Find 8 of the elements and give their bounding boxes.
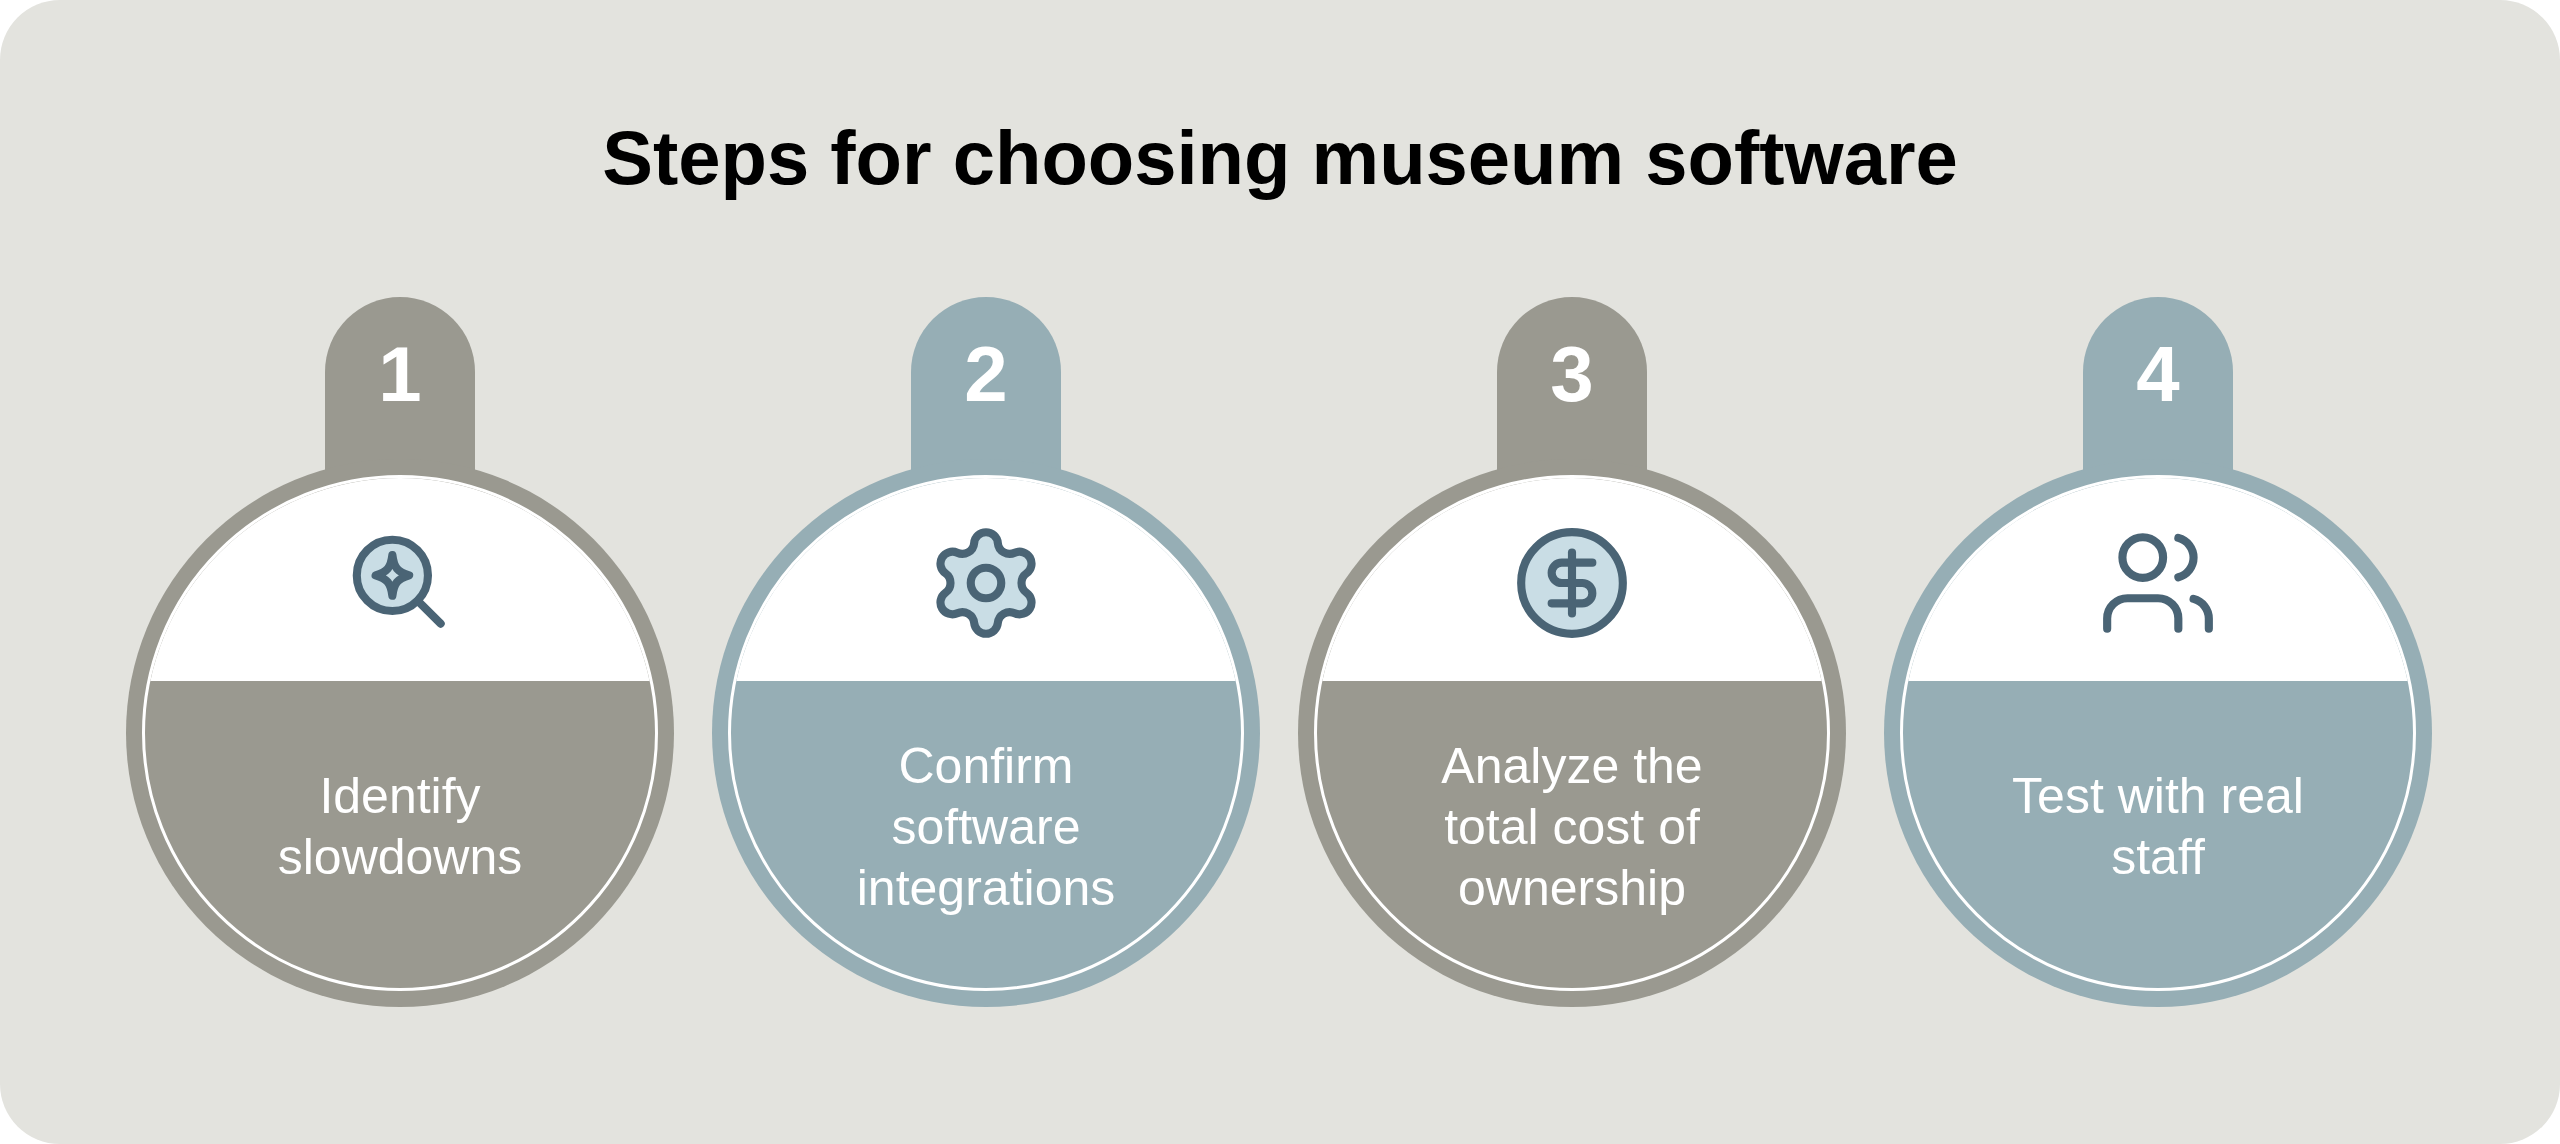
step-number: 3 bbox=[1549, 335, 1595, 413]
step-number: 1 bbox=[377, 335, 423, 413]
step-label: Identify slowdowns bbox=[276, 767, 524, 887]
step-label: Confirm software integrations bbox=[855, 736, 1117, 918]
step-number: 4 bbox=[2135, 335, 2181, 413]
step-label: Analyze the total cost of ownership bbox=[1440, 736, 1704, 918]
step-label: Test with real staff bbox=[2011, 767, 2305, 887]
step-number: 2 bbox=[963, 335, 1009, 413]
